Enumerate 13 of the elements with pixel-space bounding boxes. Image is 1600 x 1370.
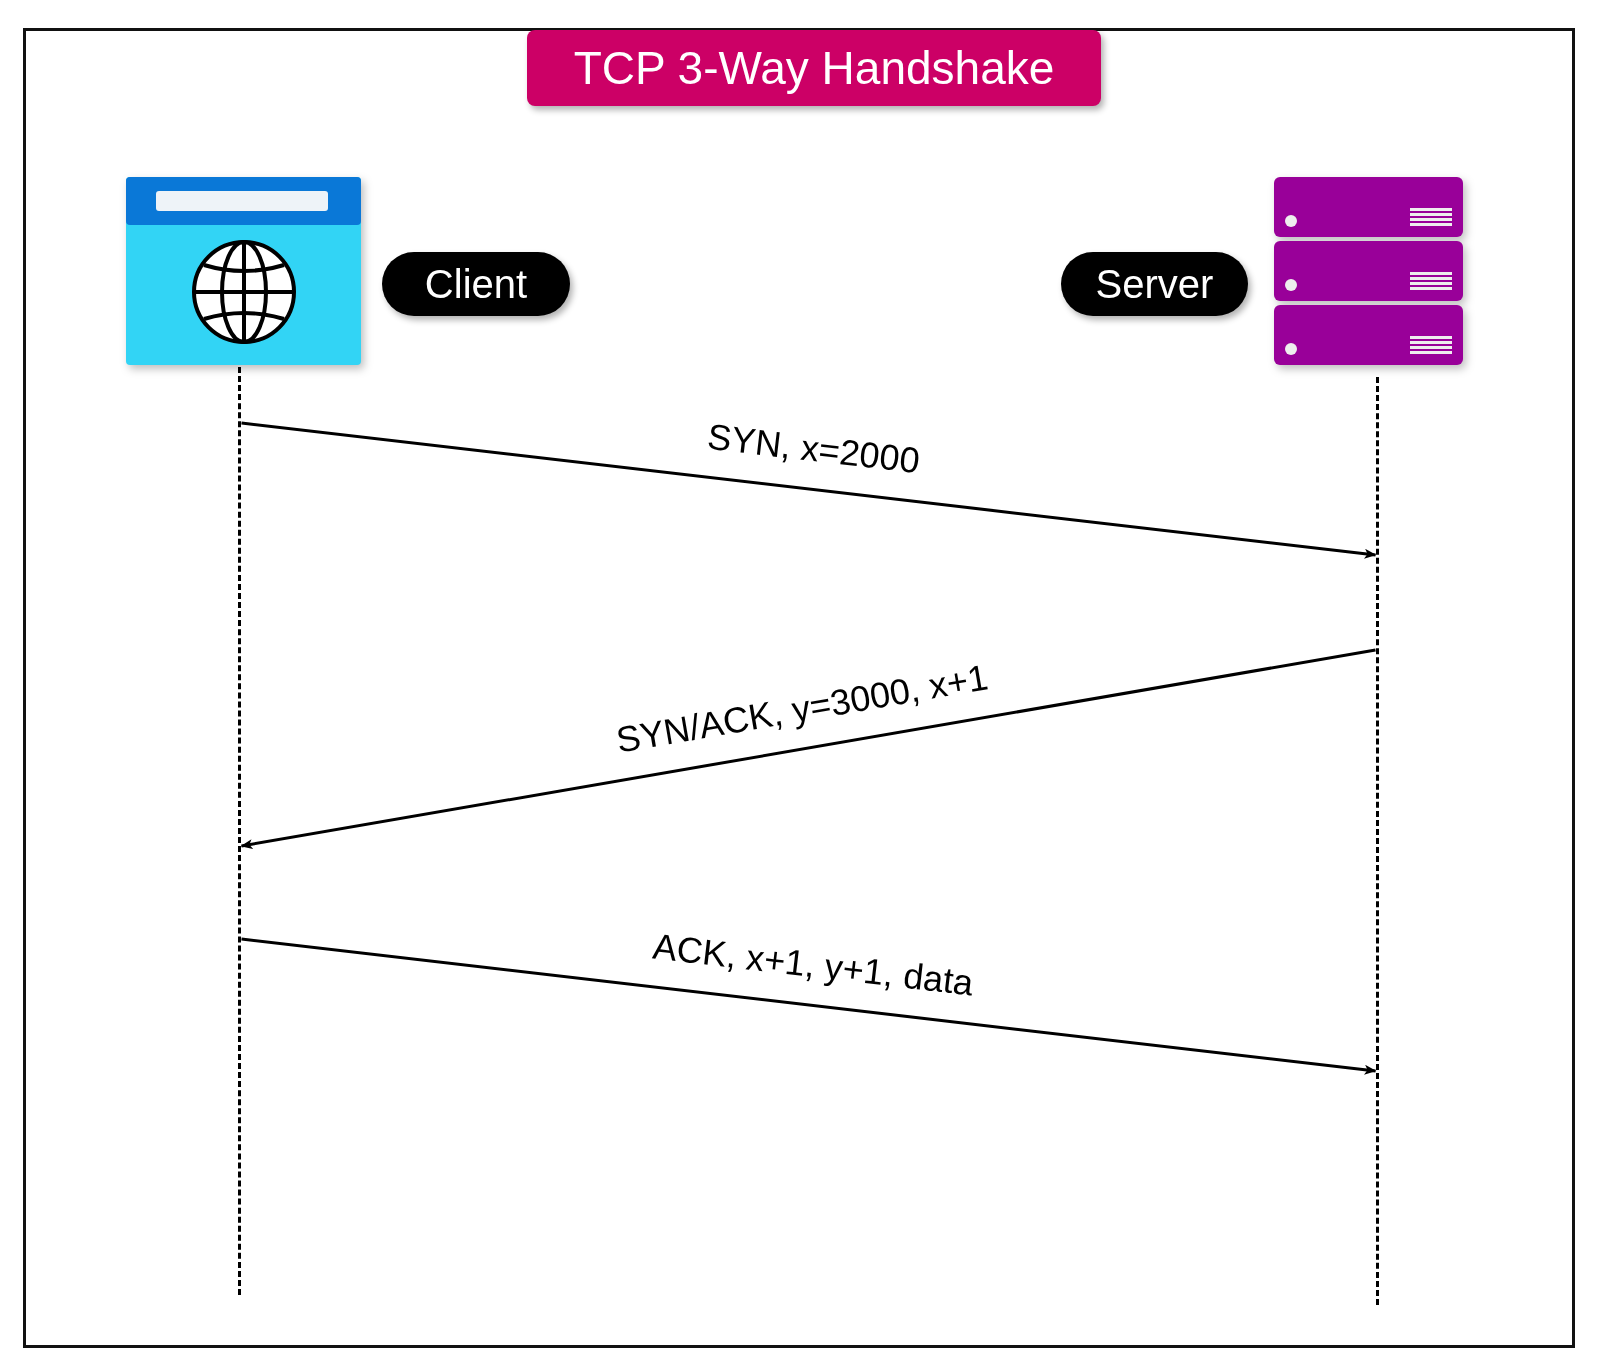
arrow: [241, 937, 1377, 1075]
actor-label: Client: [382, 252, 570, 316]
browser-globe-icon: [126, 177, 361, 365]
actor-label: Server: [1061, 252, 1248, 316]
edge-label: ACK, x+1, y+1, data: [650, 925, 976, 1005]
title-banner: TCP 3-Way Handshake: [527, 30, 1101, 106]
edge-label: SYN/ACK, y=3000, x+1: [612, 655, 991, 762]
lifeline: [238, 367, 241, 1295]
server-rack-icon: [1274, 177, 1463, 367]
lifeline: [1376, 377, 1379, 1305]
edge-label: SYN, x=2000: [704, 416, 922, 483]
arrow: [241, 421, 1377, 559]
arrow: [240, 648, 1376, 850]
